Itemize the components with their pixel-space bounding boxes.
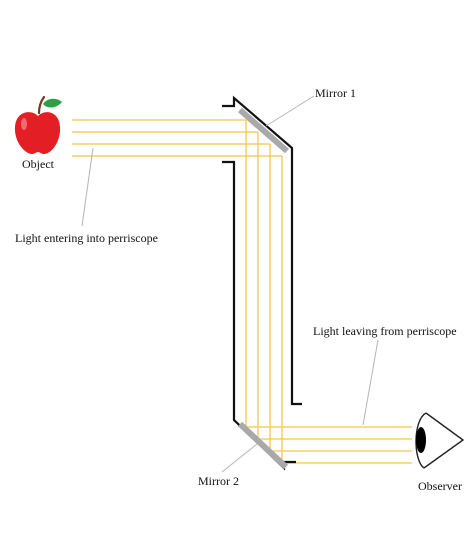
periscope-tube	[222, 95, 302, 471]
leader-mirror-2	[221, 443, 258, 473]
apple-stem	[37, 95, 46, 115]
object-label: Object	[22, 157, 55, 171]
mirror-1	[238, 107, 289, 154]
apple-icon	[14, 95, 62, 154]
light-out-label: Light leaving from perriscope	[313, 324, 457, 338]
apple-highlight	[21, 118, 27, 130]
eye-pupil	[416, 427, 426, 453]
eye-icon	[415, 412, 465, 469]
apple-body	[14, 112, 61, 154]
light-rays	[72, 119, 412, 464]
leader-light-out	[362, 339, 379, 426]
tube-lower-wall	[222, 160, 296, 471]
observer-label: Observer	[418, 479, 462, 493]
mirrors	[237, 107, 289, 470]
leader-mirror-1	[265, 95, 315, 127]
apple-leaf	[43, 98, 62, 108]
leader-lines	[81, 95, 379, 473]
light-in-label: Light entering into perriscope	[15, 231, 158, 245]
eye-lids	[423, 412, 465, 469]
mirror-1-label: Mirror 1	[315, 86, 356, 100]
mirror-2	[237, 421, 289, 470]
mirror-2-label: Mirror 2	[198, 474, 239, 488]
leader-light-in	[81, 147, 94, 227]
tube-upper-wall	[222, 95, 302, 406]
